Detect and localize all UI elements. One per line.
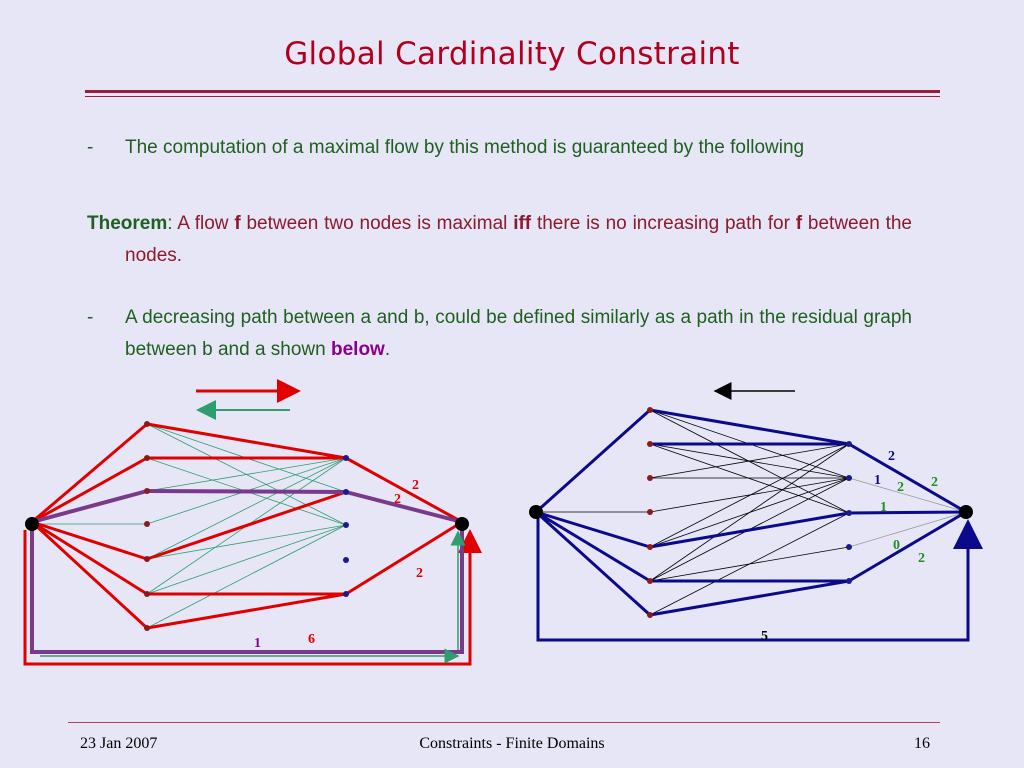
- svg-text:2: 2: [416, 566, 423, 581]
- flow-symbol: f: [234, 213, 241, 234]
- theorem-label: Theorem: [87, 213, 168, 234]
- below-keyword: below: [331, 339, 385, 360]
- bullet-mark: -: [87, 137, 94, 158]
- footer-page-number: 16: [914, 735, 930, 752]
- right-source-node: [529, 505, 543, 519]
- svg-text:0: 0: [893, 538, 900, 553]
- right-edge-labels: 2 1 2 2 1 0 2 5: [761, 449, 938, 644]
- footer-title: Constraints - Finite Domains: [419, 735, 605, 752]
- flow-symbol-2: f: [795, 213, 803, 234]
- left-source-node: [25, 517, 39, 531]
- left-residual-arrows: [40, 530, 466, 664]
- paragraph-2-text: A decreasing path between a and b, could…: [125, 307, 912, 360]
- svg-text:2: 2: [918, 551, 925, 566]
- title-underline-thin: [85, 96, 940, 97]
- left-augmenting-path: [30, 489, 464, 654]
- svg-text:2: 2: [412, 478, 419, 493]
- slide-title: Global Cardinality Constraint: [284, 36, 740, 72]
- bullet-mark-2: -: [87, 307, 94, 328]
- right-sink-node: [959, 505, 973, 519]
- right-flow-edges: [534, 408, 983, 642]
- right-gray-edges: [848, 477, 967, 548]
- left-edge-labels: 2 2 2 1 6: [254, 478, 423, 651]
- left-bipartite-thin-edges: [32, 423, 347, 629]
- svg-text:5: 5: [761, 629, 768, 644]
- bullet-paragraph-2: - A decreasing path between a and b, cou…: [87, 302, 912, 366]
- footer-date: 23 Jan 2007: [80, 735, 158, 752]
- svg-text:2: 2: [888, 449, 895, 464]
- left-sink-node: [455, 517, 469, 531]
- paragraph-1-text: The computation of a maximal flow by thi…: [125, 137, 805, 158]
- right-bipartite-thin-edges: [536, 409, 850, 616]
- footer-rule: [68, 722, 940, 723]
- theorem-paragraph: Theorem: A flow f between two nodes is m…: [87, 213, 912, 266]
- left-nodes: [25, 421, 469, 631]
- svg-text:1: 1: [254, 636, 261, 651]
- left-flow-edges: [23, 422, 482, 666]
- svg-text:1: 1: [880, 500, 887, 515]
- iff-keyword: iff: [513, 213, 532, 234]
- left-flow-graph: 2 2 2 1 6: [23, 379, 482, 666]
- svg-text:1: 1: [874, 473, 881, 488]
- right-flow-graph: 2 1 2 2 1 0 2 5: [529, 382, 983, 644]
- svg-text:2: 2: [931, 475, 938, 490]
- svg-text:6: 6: [308, 632, 315, 647]
- right-nodes: [529, 407, 973, 618]
- svg-text:2: 2: [394, 492, 401, 507]
- bullet-paragraph-1: - The computation of a maximal flow by t…: [87, 132, 912, 164]
- svg-text:2: 2: [897, 480, 904, 495]
- title-underline-thick: [85, 90, 940, 93]
